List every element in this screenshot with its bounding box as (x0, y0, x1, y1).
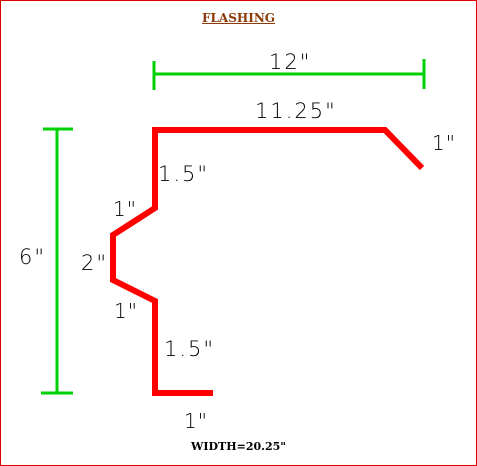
overall-height-dimension (41, 127, 73, 395)
upper-vertical-label: 1.5" (158, 162, 209, 186)
drawing-title: FLASHING (201, 11, 276, 25)
overall-width-dimension (152, 59, 426, 90)
lower-vertical-label: 1.5" (164, 337, 215, 361)
lower-jog-label: 1" (114, 299, 138, 323)
top-run-label: 11.25" (255, 99, 337, 123)
bottom-foot-label: 1" (184, 409, 208, 433)
lip-right-label: 1" (432, 131, 456, 155)
overall-height-label: 6" (19, 245, 46, 269)
upper-jog-label: 1" (113, 197, 137, 221)
flashing-profile (110, 127, 425, 396)
middle-vertical-label: 2" (81, 251, 108, 275)
width-note: WIDTH=20.25" (190, 440, 286, 453)
overall-top-label: 12" (269, 50, 311, 74)
